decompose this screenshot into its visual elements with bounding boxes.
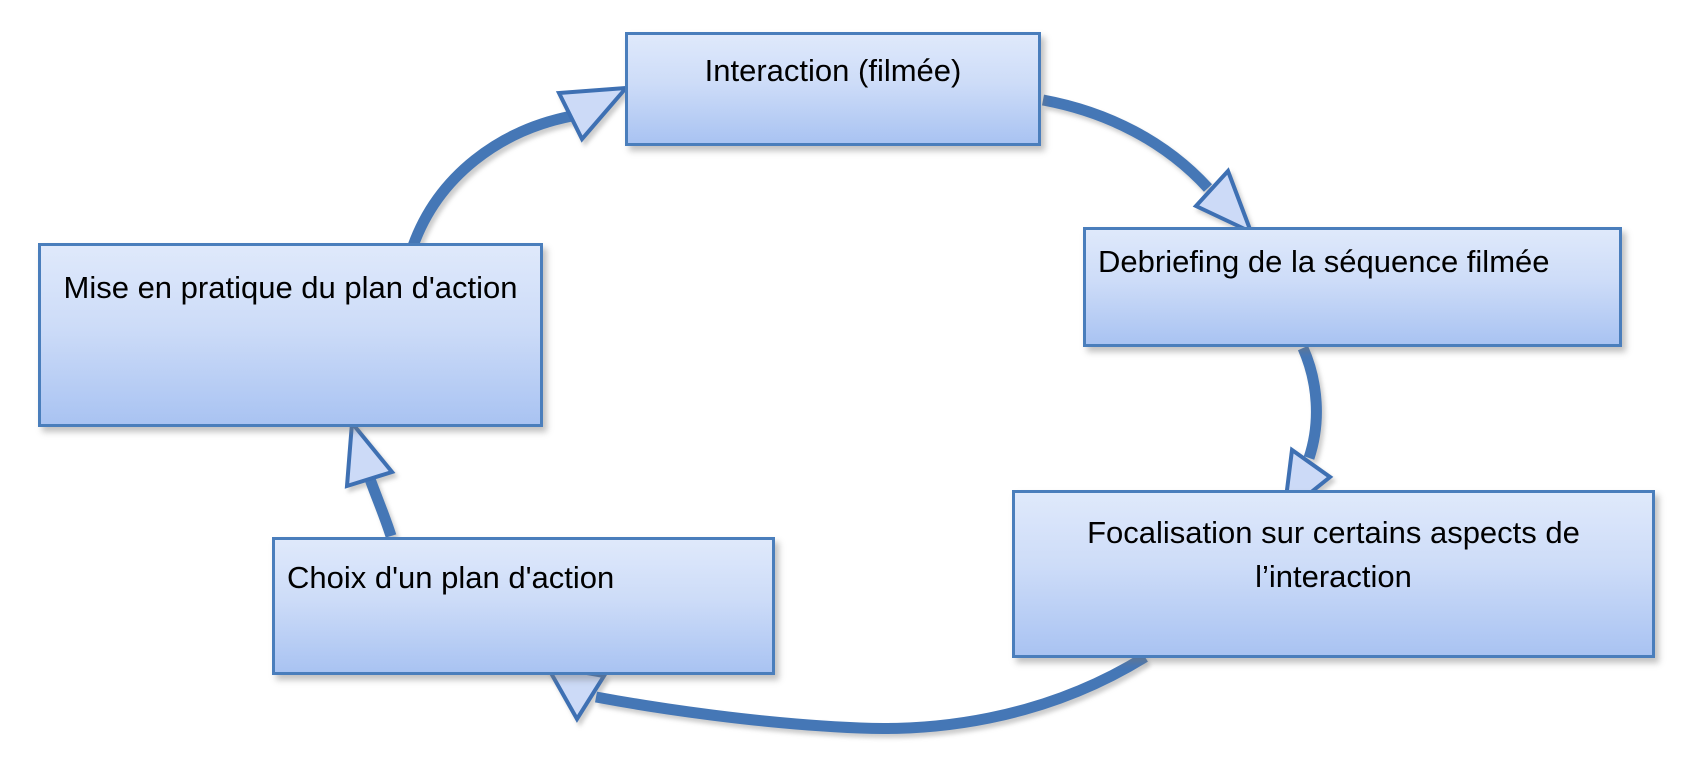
node-focalisation-label: Focalisation sur certains aspects de l’i…: [1087, 515, 1580, 594]
arrow-debriefing-to-focalisation: [1297, 345, 1322, 460]
node-mise: Mise en pratique du plan d'action: [38, 243, 543, 427]
arrow-choix-to-mise: [364, 477, 397, 538]
arrowhead-mise-to-interaction-icon: [555, 85, 631, 143]
node-interaction: Interaction (filmée): [625, 32, 1041, 146]
arrow-focalisation-to-choix: [594, 652, 1148, 734]
node-interaction-label: Interaction (filmée): [704, 53, 962, 88]
arrow-interaction-to-debriefing: [1041, 94, 1213, 192]
node-choix: Choix d'un plan d'action: [272, 537, 775, 675]
node-focalisation: Focalisation sur certains aspects de l’i…: [1012, 490, 1655, 658]
arrowhead-interaction-to-debriefing-icon: [1192, 167, 1255, 236]
arrow-mise-to-interaction: [407, 110, 574, 248]
node-mise-label: Mise en pratique du plan d'action: [63, 270, 518, 305]
arrowhead-choix-to-mise-icon: [344, 417, 396, 489]
node-choix-label: Choix d'un plan d'action: [287, 560, 615, 595]
node-debriefing: Debriefing de la séquence filmée: [1083, 227, 1622, 347]
node-debriefing-label: Debriefing de la séquence filmée: [1098, 244, 1550, 279]
